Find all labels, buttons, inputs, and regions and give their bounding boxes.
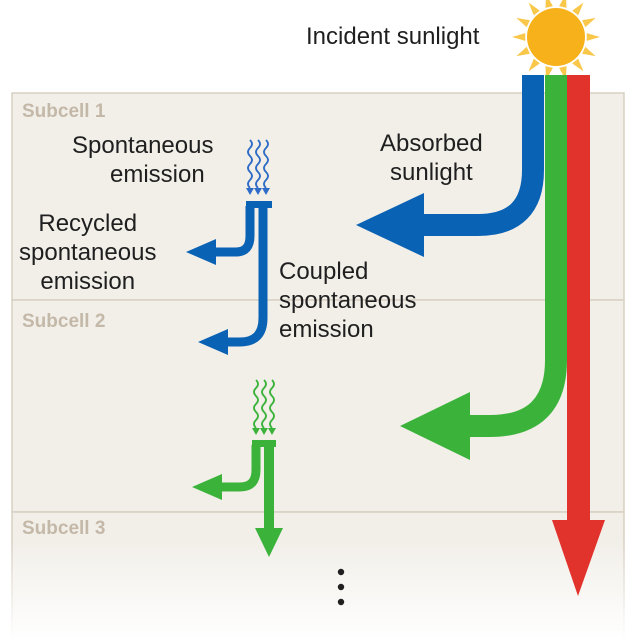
sun-ray: [582, 17, 596, 28]
sun-ray: [559, 0, 567, 8]
sun-ray: [528, 58, 540, 72]
subcell-2-panel: [11, 299, 625, 513]
blue-sunlight-arrow: [356, 75, 544, 257]
sun-ray: [572, 2, 584, 16]
bottom-fade: [0, 540, 627, 640]
recycled-spontaneous-emission-label: Recycled spontaneous emission: [19, 210, 157, 295]
sun-ray: [582, 46, 596, 57]
sun-ray: [516, 46, 530, 57]
absorbed-sunlight-label: Absorbed sunlight: [380, 130, 483, 186]
spontaneous-emission-label: Spontaneous emission: [72, 132, 214, 188]
sun-icon: [512, 0, 600, 80]
wavy-photon-icon: [252, 379, 276, 435]
ellipsis-dots-icon: [337, 568, 345, 606]
subcell-2-label: Subcell 2: [22, 311, 106, 332]
green-emission-arrows: [192, 440, 283, 557]
sun-ray: [528, 2, 540, 16]
coupled-spontaneous-emission-label: Coupled spontaneous emission: [279, 258, 417, 343]
sun-ray: [516, 17, 530, 28]
sun-ray: [572, 58, 584, 72]
red-sunlight-arrow: [552, 75, 605, 596]
sun-ray: [545, 0, 553, 8]
sun-ray: [586, 33, 600, 41]
green-sunlight-arrow: [400, 75, 567, 460]
subcell-3-label: Subcell 3: [22, 518, 106, 539]
subcell-1-label: Subcell 1: [22, 101, 106, 122]
wavy-photon-icon: [246, 139, 270, 195]
blue-emission-arrows: [186, 201, 272, 355]
incident-sunlight-label: Incident sunlight: [306, 23, 480, 50]
sun-ray: [512, 33, 526, 41]
